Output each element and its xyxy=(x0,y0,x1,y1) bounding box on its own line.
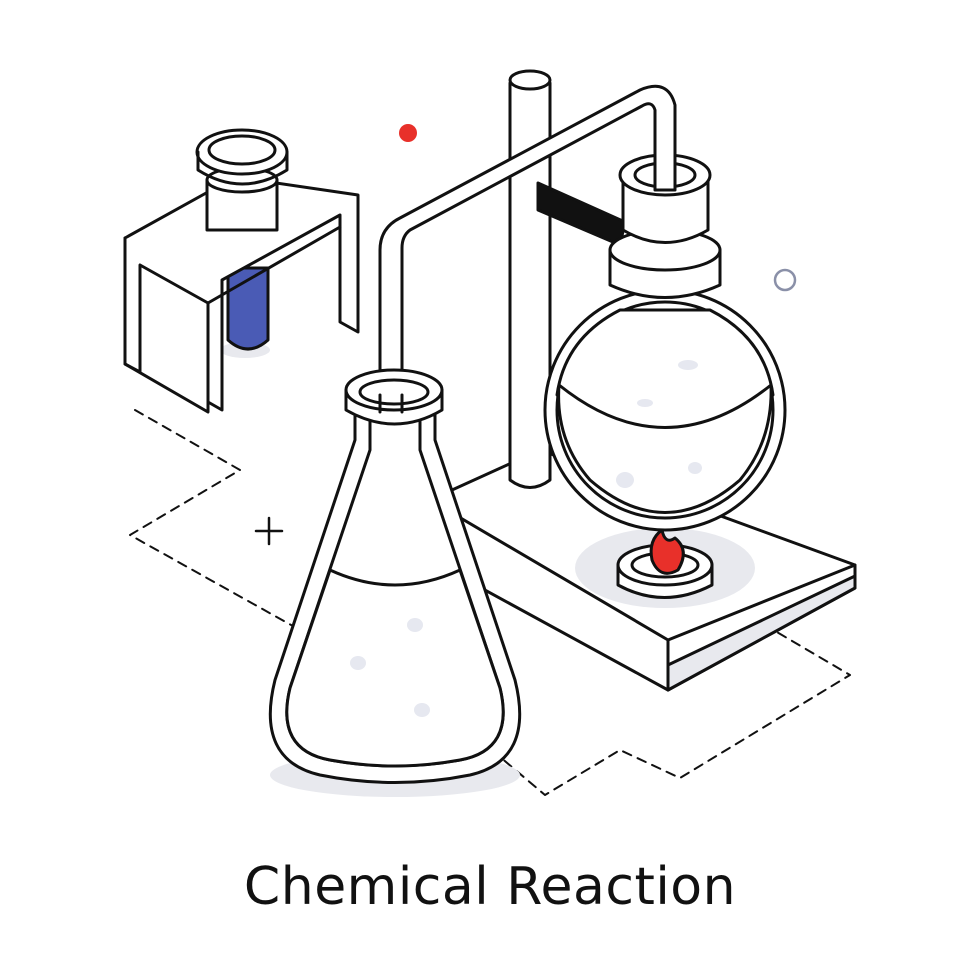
ring-decoration xyxy=(773,268,797,292)
burner-flame-icon xyxy=(616,528,714,599)
illustration-caption: Chemical Reaction xyxy=(243,857,737,917)
erlenmeyer-flask-icon xyxy=(268,368,522,797)
test-tube-rack-icon xyxy=(123,128,360,414)
retort-stand-icon xyxy=(508,69,627,489)
round-bottom-flask-icon xyxy=(543,153,787,532)
chemical-reaction-illustration xyxy=(123,69,857,797)
red-dot-decoration xyxy=(399,124,417,142)
plus-decoration xyxy=(254,516,284,546)
dashed-ground-path xyxy=(129,409,851,796)
delivery-tube-icon xyxy=(378,84,677,397)
